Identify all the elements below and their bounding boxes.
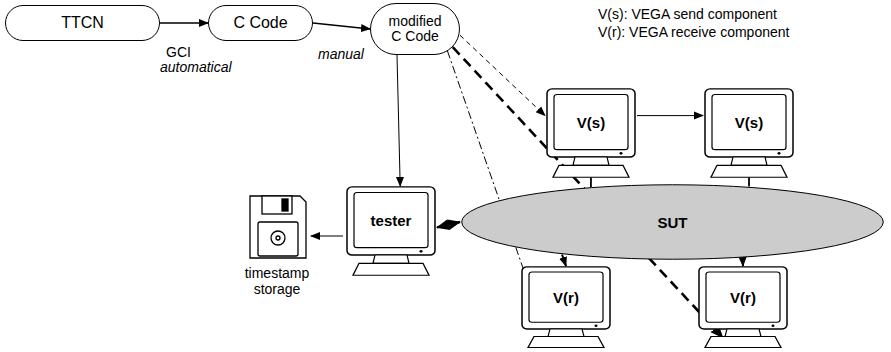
workstation-monitor: V(s)	[545, 88, 637, 180]
stage-label: TTCN	[61, 14, 104, 32]
monitor-outline	[703, 88, 795, 180]
connector-arrow	[397, 55, 400, 186]
annotation-label: V(s): VEGA send component	[598, 6, 777, 22]
workstation-monitor: V(r)	[697, 266, 789, 350]
monitor-screen: V(s)	[545, 88, 637, 156]
annotation-label: timestamp storage	[232, 265, 322, 297]
connector-arrow	[160, 22, 208, 23]
storage-arrow	[311, 236, 343, 237]
connector-arrow	[748, 177, 750, 186]
connector-arrow	[562, 254, 566, 266]
node-label: SUT	[658, 214, 688, 231]
floppy-disk-icon	[250, 196, 306, 258]
connector-arrow	[637, 115, 703, 116]
node-label: V(s)	[735, 114, 763, 131]
monitor-screen: V(r)	[520, 266, 612, 328]
connector-arrow	[313, 23, 370, 29]
monitor-outline	[345, 186, 437, 278]
annotation-label: automatical	[160, 59, 232, 75]
annotation-label: GCI	[166, 44, 191, 60]
monitor-outline	[697, 266, 789, 350]
monitor-screen: V(s)	[703, 88, 795, 156]
monitor-outline	[520, 266, 612, 350]
monitor-screen: tester	[345, 186, 437, 254]
code-stage-box: C Code	[208, 5, 313, 41]
node-label: V(r)	[730, 289, 756, 306]
workstation-monitor: V(s)	[703, 88, 795, 180]
workstation-monitor: tester	[345, 186, 437, 278]
connector-arrow	[742, 258, 744, 266]
workstation-monitor: V(r)	[520, 266, 612, 350]
connector-arrow	[437, 222, 460, 227]
stage-label: modified C Code	[382, 14, 448, 45]
annotation-label: manual	[318, 46, 364, 62]
annotation-label: V(r): VEGA receive component	[598, 24, 789, 40]
code-stage-box: modified C Code	[370, 3, 460, 55]
connector-arrow	[460, 35, 545, 115]
node-label: V(s)	[577, 114, 605, 131]
connector-arrow	[590, 177, 592, 187]
code-stage-box: TTCN	[5, 5, 160, 41]
stage-label: C Code	[233, 14, 287, 32]
node-label: tester	[371, 212, 412, 229]
monitor-outline	[545, 88, 637, 180]
node-label: V(r)	[553, 289, 579, 306]
monitor-screen: V(r)	[697, 266, 789, 328]
sut-ellipse: SUT	[460, 184, 885, 260]
